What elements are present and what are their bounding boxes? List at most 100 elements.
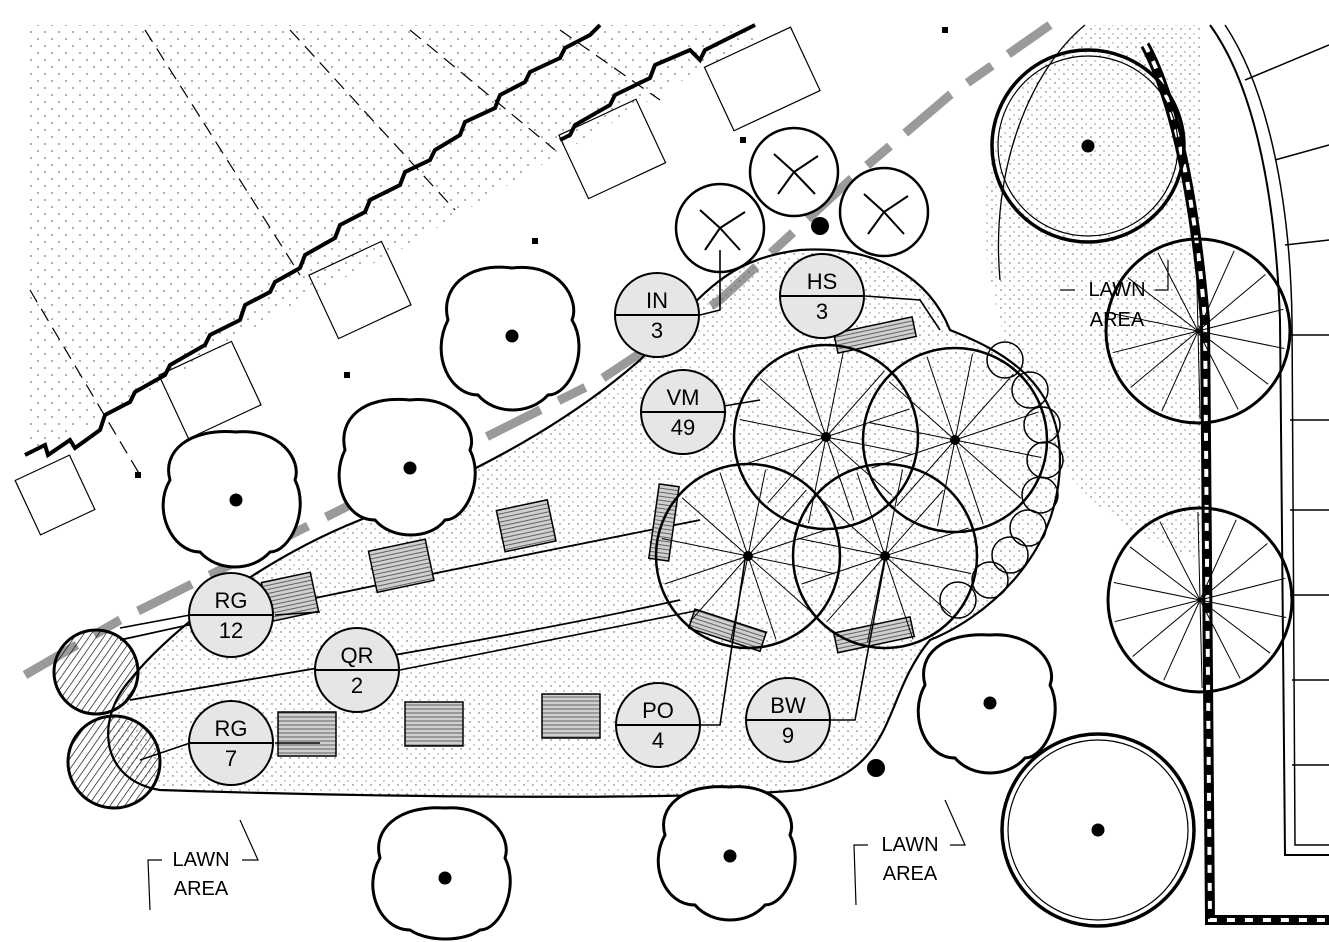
spoke-line [1197, 308, 1284, 332]
tag-code: RG [215, 588, 248, 613]
spoke-line [1197, 274, 1266, 332]
plaza-grid-lines [29, 29, 661, 476]
spoke-line [1163, 599, 1201, 681]
walkway-edge [997, 24, 1086, 281]
plant-tag-rg-7: RG 7 [188, 700, 274, 786]
spoke-line [825, 370, 885, 438]
spoke-line [1112, 330, 1199, 354]
spoke-line [1159, 521, 1201, 601]
hatched-trees [52, 628, 162, 810]
tag-qty: 12 [219, 618, 243, 643]
spoke-line [825, 408, 910, 438]
spoke-line [884, 555, 972, 574]
lawn-label-line2: AREA [883, 863, 938, 885]
spoke-line [1197, 511, 1201, 601]
spoke-line [937, 439, 956, 527]
spoke-line [826, 555, 886, 623]
spoke-tree-rays [661, 242, 1287, 689]
tag-code: HS [807, 269, 838, 294]
plant-tag-qr: QR 2 [314, 627, 400, 713]
shrub-circle [791, 462, 979, 650]
tag-code: PO [642, 698, 674, 723]
building-edge [1209, 24, 1329, 856]
spoke-line [747, 555, 777, 640]
spoke-line [888, 381, 956, 441]
hatched-tree [52, 628, 140, 716]
spoke-line [747, 527, 832, 557]
spoke-line [747, 555, 815, 615]
spoke-line [1197, 330, 1239, 410]
spoke-line [747, 555, 835, 574]
tag-code: QR [341, 643, 374, 668]
spoke-line [1127, 277, 1199, 332]
spoke-line [1199, 599, 1287, 618]
spoke-line [1199, 599, 1203, 689]
spoke-line [825, 436, 855, 521]
spoke-line [825, 436, 913, 455]
plant-tag-rg-12: RG 12 [188, 572, 274, 658]
tag-qty: 9 [782, 723, 794, 748]
plant-tag-bw: BW 9 [745, 677, 831, 763]
spoke-line [808, 436, 827, 524]
lawn-note-right: LAWN AREA [1060, 260, 1169, 331]
spoke-line [798, 538, 886, 557]
tag-qty: 2 [351, 673, 363, 698]
tree-center [403, 461, 417, 475]
spoke-line [1199, 543, 1268, 601]
spoke-line [954, 353, 973, 441]
lawn-note-bottom-center: LAWN AREA [853, 799, 966, 906]
plant-tag-vm: VM 49 [640, 369, 726, 455]
tree-center [1081, 139, 1095, 153]
spoke-line [954, 373, 1014, 441]
spoke-tree [1106, 506, 1294, 694]
ornamental-tree-branches [699, 153, 909, 251]
tag-qty: 3 [816, 299, 828, 324]
tag-code: VM [667, 385, 700, 410]
gray-path-line [22, 21, 1053, 679]
tree-center [723, 849, 737, 863]
leader-lines [119, 250, 941, 761]
spoke-line [1111, 313, 1199, 332]
shrub-circle [861, 346, 1049, 534]
lawn-note-bottom-left: LAWN AREA [147, 819, 259, 911]
hatched-tree [66, 714, 162, 810]
hedge-circles [939, 341, 1064, 619]
spoke-line [801, 555, 886, 585]
plant-tag-po: PO 4 [615, 682, 701, 768]
spoke-line [1197, 250, 1235, 332]
spoke-line [1195, 242, 1199, 332]
plant-tag-in: IN 3 [614, 272, 700, 358]
tree-center [438, 871, 452, 885]
spoke-line [1199, 577, 1286, 601]
spoke-line [825, 436, 893, 496]
spoke-line [1157, 252, 1199, 332]
tag-code: RG [215, 716, 248, 741]
tag-code: IN [646, 288, 668, 313]
spoke-line [856, 472, 886, 557]
spoke-line [747, 469, 766, 557]
large-trees [990, 48, 1196, 928]
tag-qty: 49 [671, 415, 695, 440]
building-edge-inner [1224, 24, 1329, 846]
tree-center [1091, 823, 1105, 837]
tag-qty: 3 [651, 318, 663, 343]
right-boundary-dashes [1143, 44, 1329, 922]
stepped-wall [24, 23, 602, 459]
shrub-cluster [654, 343, 1049, 650]
tag-code: BW [770, 693, 806, 718]
right-walkway [984, 25, 1200, 560]
plant-tags: IN 3 HS 3 VM 49 RG 12 QR 2 [188, 253, 865, 786]
spoke-line [825, 350, 844, 438]
spoke-line [868, 422, 956, 441]
spoke-line [1161, 330, 1199, 412]
spoke-line [867, 555, 886, 643]
lawn-label-line1: LAWN [172, 849, 229, 871]
spoke-line [1130, 330, 1199, 388]
spoke-line [797, 353, 827, 438]
tree-center [505, 329, 519, 343]
lawn-label-line1: LAWN [1088, 279, 1145, 301]
spoke-line [884, 555, 914, 640]
spoke-line [1197, 330, 1285, 349]
spoke-line [1113, 582, 1201, 601]
lawn-label-line2: AREA [1090, 309, 1145, 331]
